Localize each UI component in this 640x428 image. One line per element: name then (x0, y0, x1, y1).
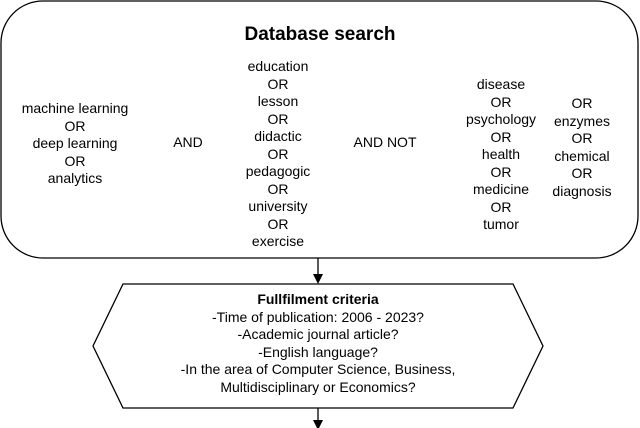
criteria-line: -Time of publication: 2006 - 2023? (212, 308, 424, 325)
or-operator: OR (571, 95, 593, 111)
arrow-head-2 (313, 420, 323, 428)
term: university (248, 198, 308, 214)
or-operator: OR (267, 110, 289, 127)
term: education (247, 58, 309, 74)
term: lesson (257, 93, 299, 109)
term-group-education: education OR lesson OR didactic OR pedag… (228, 58, 328, 251)
term: medicine (472, 181, 530, 197)
criteria-line: Multidisciplinary or Economics? (220, 378, 416, 395)
or-operator: OR (490, 128, 512, 145)
term: analytics (47, 170, 103, 186)
or-operator: OR (571, 130, 593, 146)
term: tumor (483, 216, 519, 232)
and-not-operator: AND NOT (353, 134, 417, 150)
database-search-box (0, 0, 639, 259)
term: enzymes (553, 112, 611, 129)
or-operator: OR (490, 198, 512, 215)
criteria-line: -In the area of Computer Science, Busine… (180, 361, 456, 377)
term: machine learning (21, 100, 129, 116)
term: exercise (251, 233, 305, 249)
or-operator: OR (267, 145, 289, 162)
term: didactic (254, 128, 302, 144)
or-operator: OR (64, 152, 86, 169)
or-operator: OR (64, 117, 86, 134)
term: pedagogic (245, 163, 311, 179)
term: diagnosis (552, 182, 612, 199)
term: psychology (465, 111, 537, 127)
criteria-text: Fullfilment criteria -Time of publicatio… (150, 291, 486, 396)
term-group-ml: machine learning OR deep learning OR ana… (10, 100, 140, 188)
criteria-line: -Academic journal article? (237, 326, 399, 342)
or-operator: OR (490, 163, 512, 180)
term: deep learning (32, 135, 118, 151)
fulfilment-criteria-hexagon (92, 283, 544, 409)
criteria-title: Fullfilment criteria (257, 291, 379, 307)
criteria-line: -English language? (258, 343, 378, 360)
term-group-disease: disease OR psychology OR health OR medic… (455, 76, 547, 234)
and-operator: AND (173, 134, 203, 150)
or-operator: OR (267, 180, 289, 197)
database-search-title: Database search (244, 24, 396, 45)
term: chemical (554, 147, 610, 164)
or-operator: OR (267, 215, 289, 232)
term: disease (476, 76, 526, 92)
or-operator: OR (267, 75, 289, 92)
or-operator: OR (490, 93, 512, 110)
term-group-enzymes: OR enzymes OR chemical OR diagnosis (547, 95, 617, 200)
term: health (481, 146, 521, 162)
arrow-head-1 (313, 274, 323, 284)
or-operator: OR (571, 165, 593, 181)
